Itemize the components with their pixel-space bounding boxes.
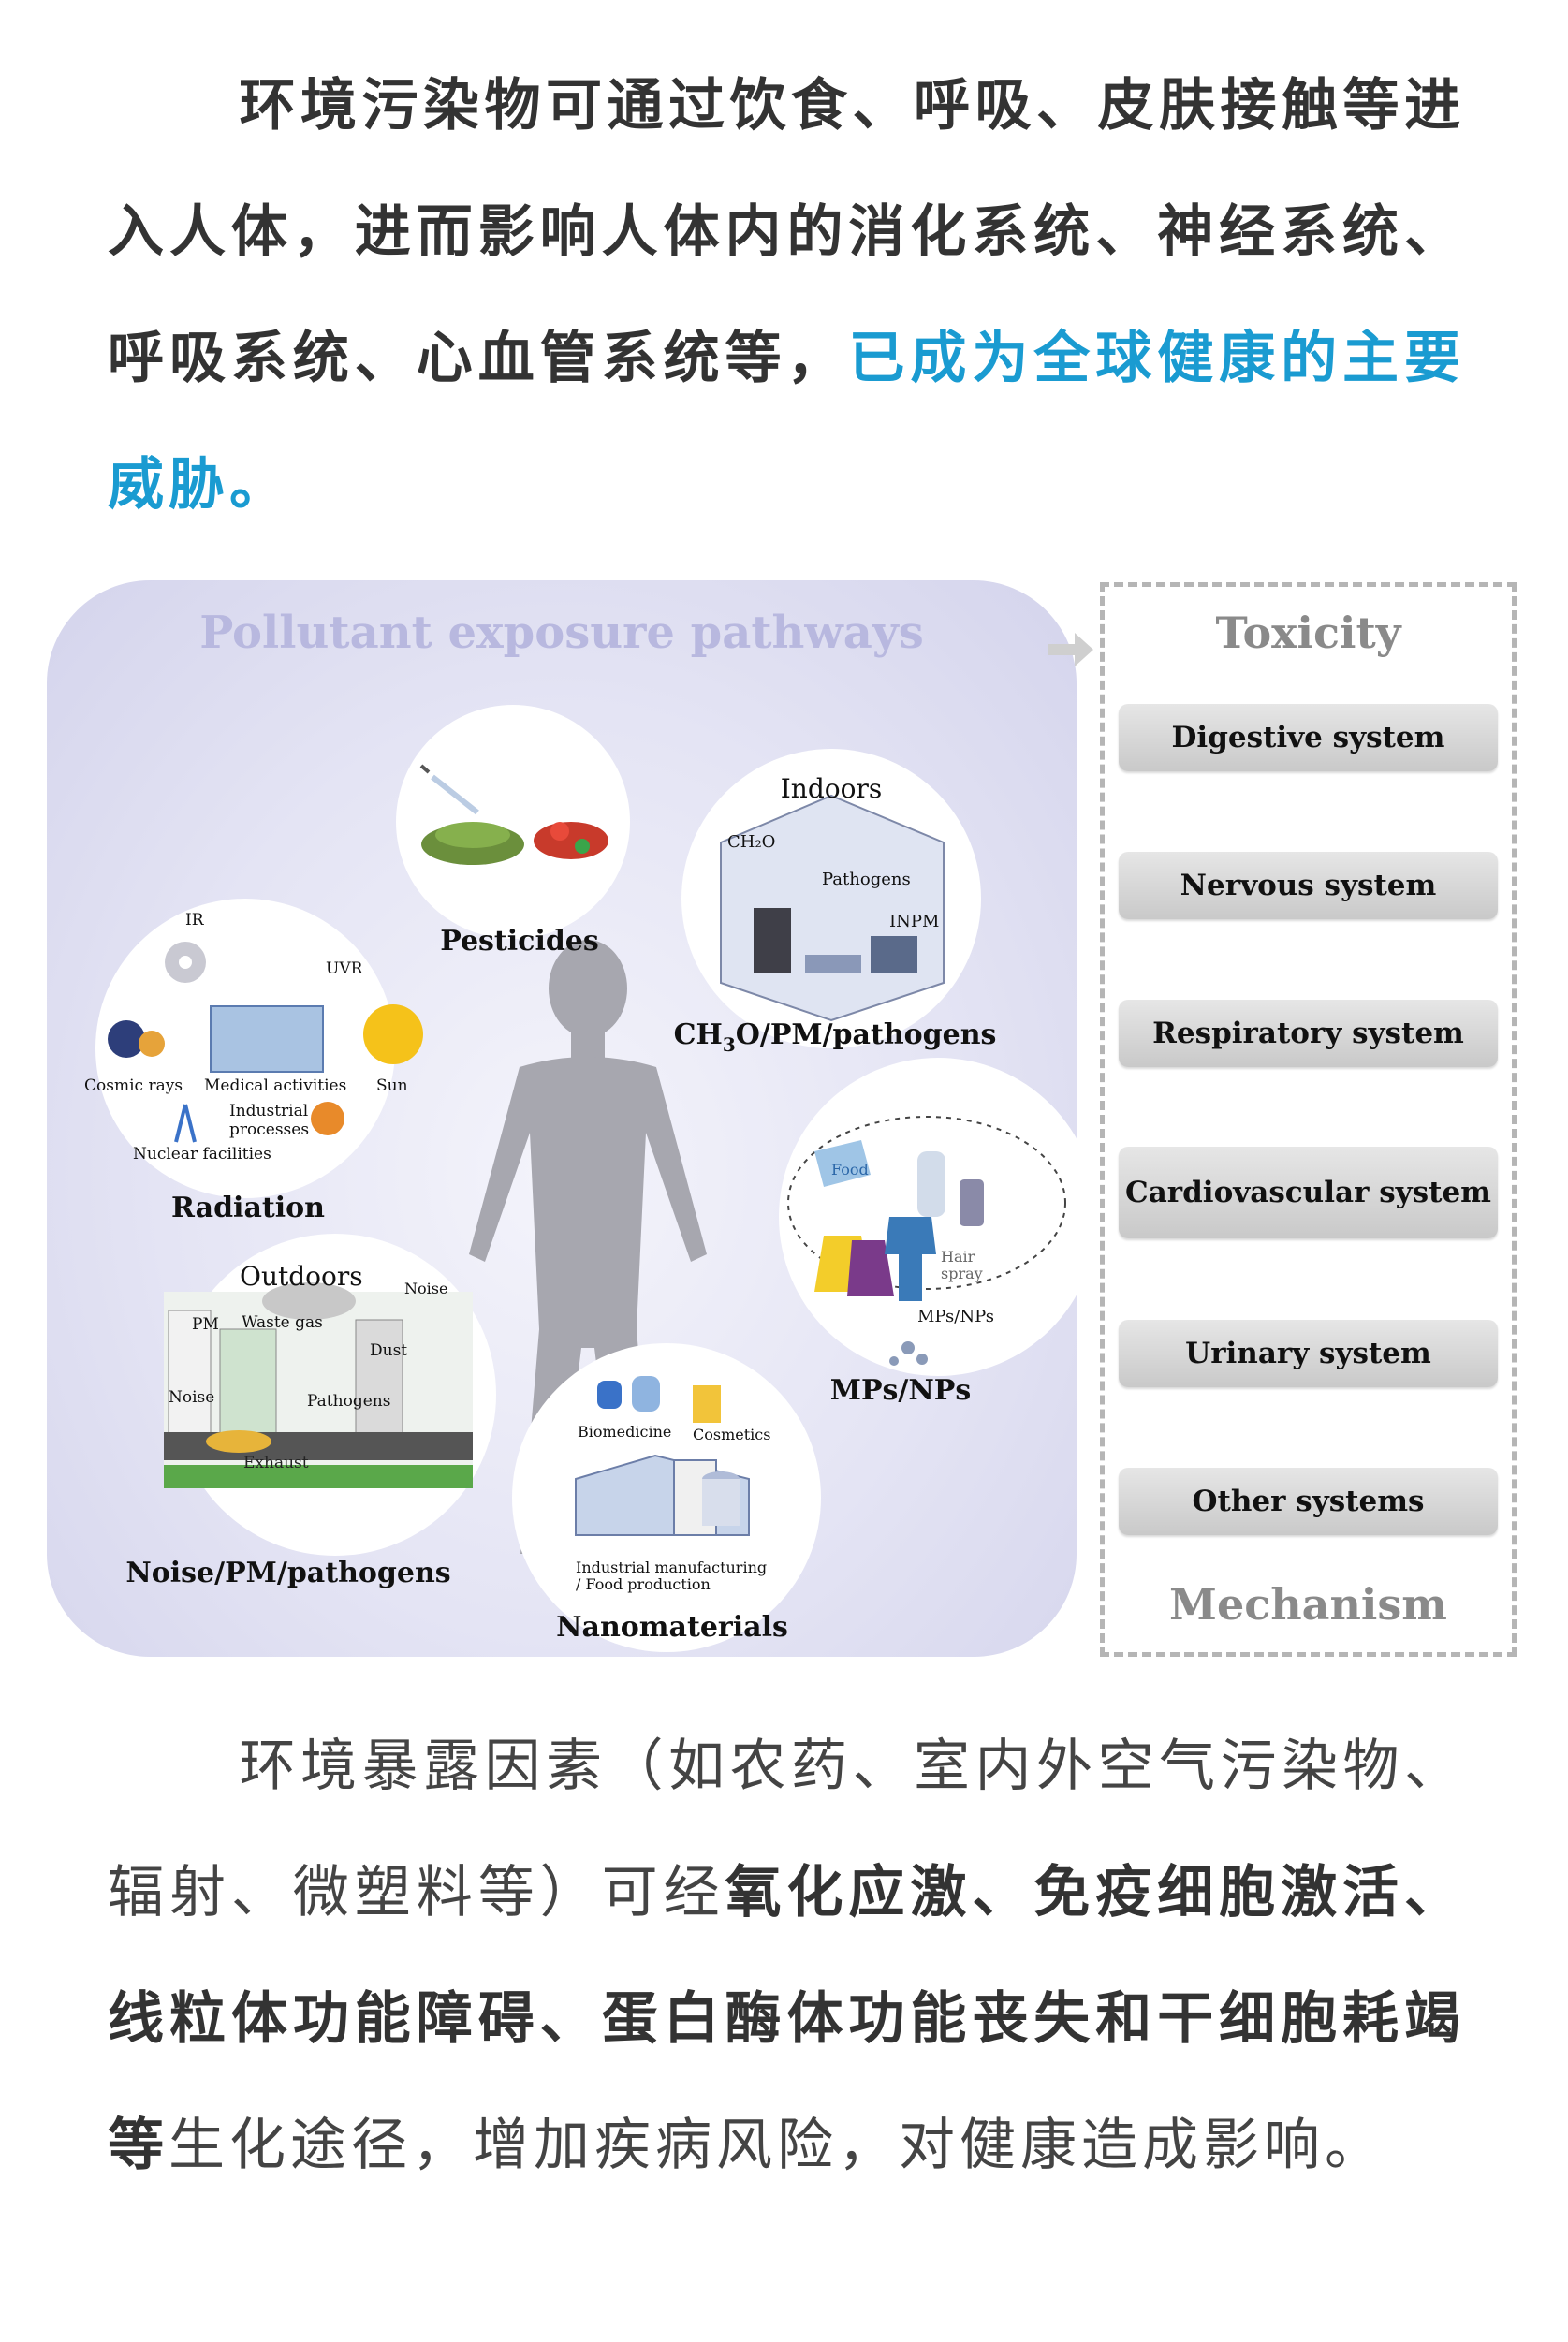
toxicity-box: Toxicity Digestive system Nervous system… <box>1100 582 1517 1657</box>
nano-industrial-label-2: / Food production <box>576 1575 711 1593</box>
human-silhouette <box>469 940 707 1554</box>
indoor-pathogens-label: Pathogens <box>822 870 911 889</box>
nano-caption: Nanomaterials <box>556 1611 788 1644</box>
industrial-label-2: processes <box>229 1120 309 1139</box>
radiation-group: IR UVR Cosmic rays Medical activities Su… <box>84 899 423 1224</box>
inpm-label: INPM <box>889 912 939 931</box>
indoors-caption-sub: 3 <box>723 1033 736 1056</box>
indoors-title: Indoors <box>781 773 883 804</box>
exhaust-label: Exhaust <box>243 1454 309 1472</box>
outro-text-1: 环境暴露因素（如农药、室内外空气污染物、辐射、微塑料等）可经 <box>108 1734 1465 1925</box>
outdoors-caption: Noise/PM/pathogens <box>125 1557 450 1589</box>
industrial-label-1: Industrial <box>229 1102 308 1120</box>
pesticides-caption: Pesticides <box>440 925 599 958</box>
waste-gas-label: Waste gas <box>242 1313 323 1332</box>
system-other: Other systems <box>1119 1468 1498 1535</box>
outdoor-noise-left-label: Noise <box>169 1388 214 1407</box>
system-digestive: Digestive system <box>1119 704 1498 771</box>
mechanism-label: Mechanism <box>1169 1579 1447 1630</box>
ch2o-label: CH₂O <box>727 832 775 852</box>
outdoors-group: Outdoors Noise PM Waste gas Dust Noise P… <box>125 1234 496 1589</box>
figure-title: Pollutant exposure pathways <box>199 607 924 659</box>
pollutant-figure: Pollutant exposure pathways Pesticides <box>47 580 1526 1666</box>
system-respiratory: Respiratory system <box>1119 1000 1498 1067</box>
indoors-caption: CH3O/PM/pathogens <box>674 1018 997 1056</box>
outdoor-pathogens-label: Pathogens <box>307 1392 390 1411</box>
uvr-label: UVR <box>326 959 364 978</box>
hair-label-1: Hair <box>941 1248 975 1266</box>
cosmic-label: Cosmic rays <box>84 1076 183 1095</box>
dust-label: Dust <box>370 1341 407 1360</box>
outro-paragraph: 环境暴露因素（如农药、室内外空气污染物、辐射、微塑料等）可经氧化应激、免疫细胞激… <box>108 1704 1465 2209</box>
outro-text-3: 生化途径，增加疾病风险，对健康造成影响。 <box>169 2113 1385 2178</box>
ir-label: IR <box>185 911 205 929</box>
mps-inner-label: MPs/NPs <box>917 1307 994 1326</box>
intro-text: 环境污染物可通过饮食、呼吸、皮肤接触等进入人体，进而影响人体内的消化系统、神经系… <box>108 73 1465 391</box>
indoors-group: Indoors CH₂O Pathogens INPM CH3O/PM/path… <box>674 749 997 1056</box>
system-urinary: Urinary system <box>1119 1320 1498 1387</box>
radiation-caption: Radiation <box>171 1192 325 1224</box>
outdoor-noise-top-label: Noise <box>404 1280 447 1297</box>
nano-industrial-label-1: Industrial manufacturing <box>576 1559 767 1576</box>
nuclear-label: Nuclear facilities <box>133 1145 271 1164</box>
exposure-diagram: Pollutant exposure pathways Pesticides <box>84 607 1095 1652</box>
system-nervous: Nervous system <box>1119 852 1498 919</box>
pm-label: PM <box>192 1315 219 1334</box>
indoors-caption-pre: CH <box>674 1018 723 1051</box>
arrow-right-icon <box>1048 633 1093 666</box>
toxicity-title: Toxicity <box>1215 607 1401 658</box>
mps-caption: MPs/NPs <box>830 1374 971 1407</box>
food-label: Food <box>831 1161 869 1178</box>
biomedicine-label: Biomedicine <box>578 1423 671 1441</box>
outro-mechanisms: 氧化应激、免疫细胞激活、线粒体功能障碍、蛋白酶体功能丧失和干细胞耗竭等 <box>108 1860 1466 2178</box>
medical-label: Medical activities <box>204 1076 346 1095</box>
indoors-caption-post: O/PM/pathogens <box>736 1018 997 1051</box>
hair-label-2: spray <box>941 1265 983 1282</box>
intro-highlight: 已成为全球健康的主要威胁。 <box>108 326 1466 518</box>
intro-paragraph: 环境污染物可通过饮食、呼吸、皮肤接触等进入人体，进而影响人体内的消化系统、神经系… <box>108 43 1465 549</box>
mps-group: Food Hair spray MPs/NPs MPs/NPs <box>779 1058 1095 1407</box>
sun-label: Sun <box>376 1076 408 1095</box>
system-cardiovascular: Cardiovascular system <box>1119 1147 1498 1238</box>
cosmetics-label: Cosmetics <box>693 1426 770 1443</box>
nano-group: Biomedicine Cosmetics Industrial manufac… <box>512 1343 821 1652</box>
outdoors-title: Outdoors <box>240 1261 363 1292</box>
pesticides-group: Pesticides <box>396 705 630 958</box>
